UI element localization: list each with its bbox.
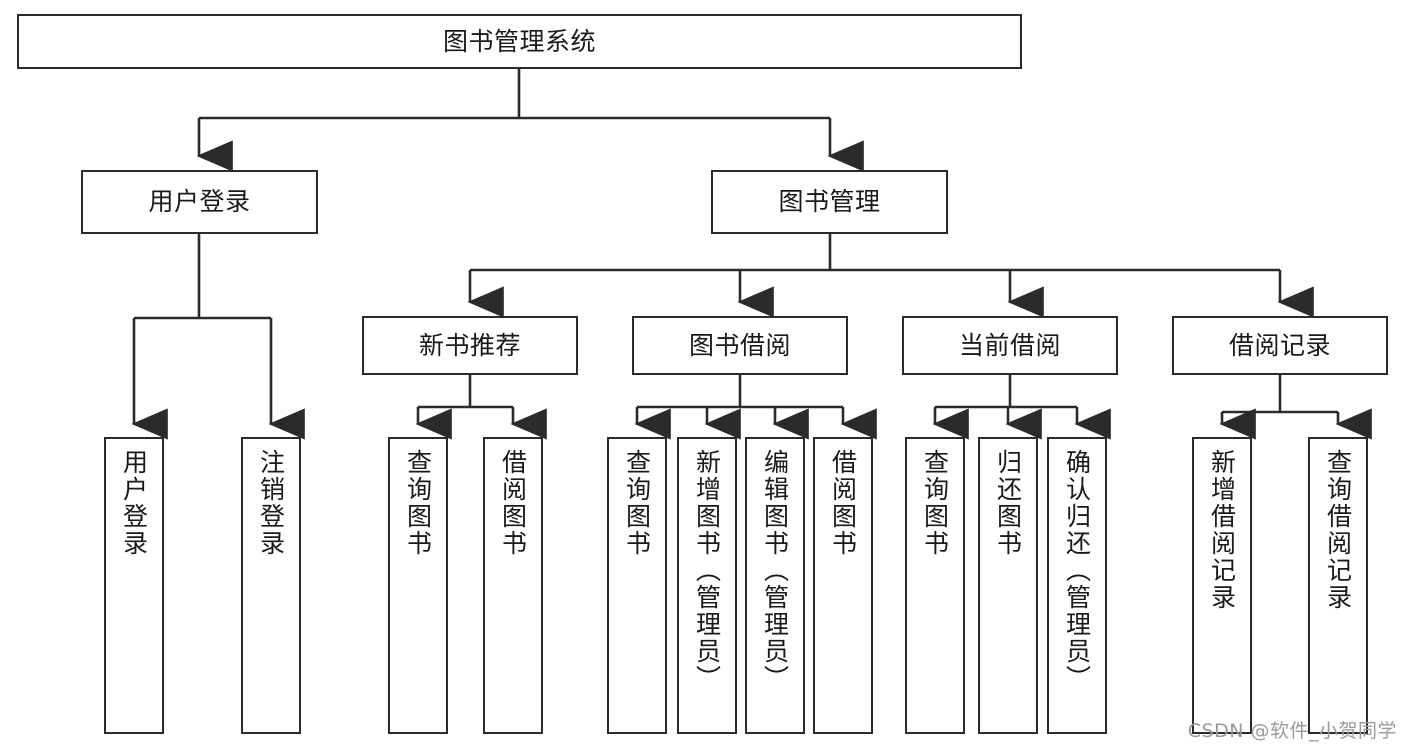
node-leaf-edit-book[interactable]: 编辑图书（管理员） bbox=[745, 437, 805, 734]
node-label: 查询图书 bbox=[403, 449, 433, 557]
node-label: 借阅图书 bbox=[828, 449, 858, 557]
node-book-borrow[interactable]: 图书借阅 bbox=[632, 316, 848, 375]
node-leaf-query-borrow-record[interactable]: 查询借阅记录 bbox=[1308, 437, 1368, 734]
node-label: 用户登录 bbox=[119, 449, 149, 557]
node-label: 新书推荐 bbox=[418, 330, 521, 360]
node-book-manage[interactable]: 图书管理 bbox=[711, 170, 948, 234]
node-label: 注销登录 bbox=[256, 449, 286, 557]
node-label: 归还图书 bbox=[993, 449, 1023, 557]
node-user-login[interactable]: 用户登录 bbox=[81, 170, 318, 234]
node-leaf-query-book-1[interactable]: 查询图书 bbox=[388, 437, 448, 734]
node-new-book-recommend[interactable]: 新书推荐 bbox=[362, 316, 578, 375]
node-borrow-record[interactable]: 借阅记录 bbox=[1172, 316, 1388, 375]
node-label: 新增图书（管理员） bbox=[692, 449, 722, 692]
node-label: 确认归还（管理员） bbox=[1062, 449, 1092, 692]
node-label: 借阅图书 bbox=[498, 449, 528, 557]
node-label: 编辑图书（管理员） bbox=[760, 449, 790, 692]
node-leaf-query-book-3[interactable]: 查询图书 bbox=[905, 437, 965, 734]
node-leaf-return-book[interactable]: 归还图书 bbox=[978, 437, 1038, 734]
node-label: 查询图书 bbox=[920, 449, 950, 557]
node-label: 新增借阅记录 bbox=[1207, 449, 1237, 611]
node-leaf-add-borrow-record[interactable]: 新增借阅记录 bbox=[1192, 437, 1252, 734]
node-label: 图书管理 bbox=[778, 187, 881, 217]
node-leaf-confirm-return[interactable]: 确认归还（管理员） bbox=[1047, 437, 1107, 734]
node-root-system[interactable]: 图书管理系统 bbox=[17, 14, 1022, 69]
node-leaf-user-login[interactable]: 用户登录 bbox=[104, 437, 164, 734]
node-leaf-logout-login[interactable]: 注销登录 bbox=[241, 437, 301, 734]
node-label: 图书管理系统 bbox=[442, 26, 596, 56]
node-leaf-borrow-book-1[interactable]: 借阅图书 bbox=[483, 437, 543, 734]
node-label: 查询借阅记录 bbox=[1323, 449, 1353, 611]
node-label: 当前借阅 bbox=[958, 330, 1061, 360]
node-leaf-query-book-2[interactable]: 查询图书 bbox=[607, 437, 667, 734]
node-leaf-add-book[interactable]: 新增图书（管理员） bbox=[677, 437, 737, 734]
node-label: 查询图书 bbox=[622, 449, 652, 557]
node-current-borrow[interactable]: 当前借阅 bbox=[902, 316, 1118, 375]
csdn-watermark: CSDN @软件_小贺同学 bbox=[1187, 720, 1397, 742]
node-label: 图书借阅 bbox=[688, 330, 791, 360]
node-leaf-borrow-book-2[interactable]: 借阅图书 bbox=[813, 437, 873, 734]
node-label: 借阅记录 bbox=[1228, 330, 1331, 360]
node-label: 用户登录 bbox=[148, 187, 251, 217]
